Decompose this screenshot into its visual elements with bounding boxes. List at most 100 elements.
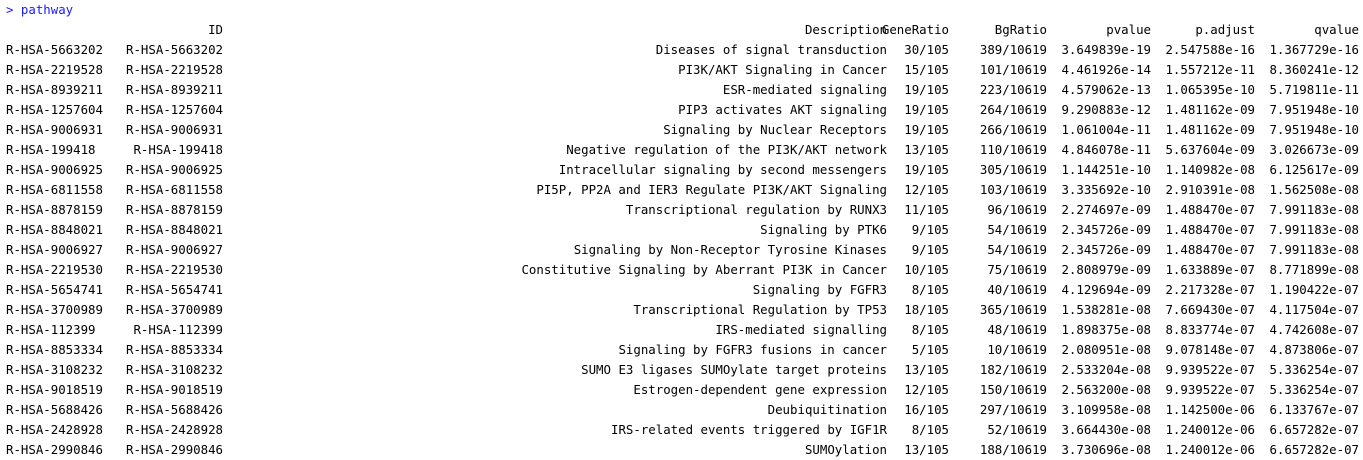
cell-gene-ratio: 15/105 — [904, 62, 949, 77]
table-row: R-HSA-8878159 R-HSA-8878159 Transcriptiona… — [6, 200, 1361, 220]
cell-description: Transcriptional regulation by RUNX3 — [625, 202, 887, 217]
cell-id: R-HSA-3108232 — [126, 362, 223, 377]
row-name: R-HSA-8878159 — [6, 202, 103, 217]
cell-qvalue: 1.190422e-07 — [1269, 282, 1359, 297]
cell-id: R-HSA-2219530 — [126, 262, 223, 277]
cell-description: Deubiquitination — [767, 402, 887, 417]
cell-description: Signaling by PTK6 — [760, 222, 887, 237]
cell-p-adjust: 9.939522e-07 — [1165, 362, 1255, 377]
cell-bg-ratio: 182/10619 — [979, 362, 1047, 377]
cell-gene-ratio: 13/105 — [904, 362, 949, 377]
header-description: Description — [804, 22, 887, 37]
cell-bg-ratio: 305/10619 — [979, 162, 1047, 177]
cell-qvalue: 8.771899e-08 — [1269, 262, 1359, 277]
cell-p-adjust: 1.488470e-07 — [1165, 242, 1255, 257]
cell-p-adjust: 2.547588e-16 — [1165, 42, 1255, 57]
cell-id: R-HSA-2219528 — [126, 62, 223, 77]
cell-qvalue: 7.991183e-08 — [1269, 202, 1359, 217]
cell-description: Estrogen-dependent gene expression — [633, 382, 887, 397]
cell-gene-ratio: 19/105 — [904, 82, 949, 97]
r-console-output: > pathway ID Description GeneRatio BgRat… — [6, 0, 1361, 457]
cell-bg-ratio: 103/10619 — [979, 182, 1047, 197]
cell-p-adjust: 9.078148e-07 — [1165, 342, 1255, 357]
cell-qvalue: 5.336254e-07 — [1269, 382, 1359, 397]
cell-qvalue: 7.991183e-08 — [1269, 242, 1359, 257]
cell-description: IRS-mediated signalling — [715, 322, 887, 337]
cell-qvalue: 1.367729e-16 — [1269, 42, 1359, 57]
cell-id: R-HSA-5688426 — [126, 402, 223, 417]
cell-description: Constitutive Signaling by Aberrant PI3K … — [521, 262, 887, 277]
cell-pvalue: 2.274697e-09 — [1061, 202, 1151, 217]
row-name: R-HSA-199418 — [6, 142, 96, 157]
cell-pvalue: 2.563200e-08 — [1061, 382, 1151, 397]
row-name: R-HSA-2428928 — [6, 422, 103, 437]
cell-pvalue: 4.579062e-13 — [1061, 82, 1151, 97]
row-name: R-HSA-3108232 — [6, 362, 103, 377]
cell-description: SUMO E3 ligases SUMOylate target protein… — [581, 362, 887, 377]
cell-id: R-HSA-5663202 — [126, 42, 223, 57]
cell-bg-ratio: 48/10619 — [987, 322, 1047, 337]
cell-bg-ratio: 188/10619 — [979, 442, 1047, 457]
cell-description: SUMOylation — [804, 442, 887, 457]
cell-gene-ratio: 13/105 — [904, 142, 949, 157]
cell-gene-ratio: 5/105 — [911, 342, 949, 357]
cell-bg-ratio: 54/10619 — [987, 222, 1047, 237]
cell-description: Negative regulation of the PI3K/AKT netw… — [566, 142, 887, 157]
header-id: ID — [208, 22, 223, 37]
cell-bg-ratio: 10/10619 — [987, 342, 1047, 357]
cell-bg-ratio: 75/10619 — [987, 262, 1047, 277]
cell-p-adjust: 1.557212e-11 — [1165, 62, 1255, 77]
cell-qvalue: 4.873806e-07 — [1269, 342, 1359, 357]
cell-description: Diseases of signal transduction — [655, 42, 887, 57]
cell-pvalue: 1.538281e-08 — [1061, 302, 1151, 317]
cell-p-adjust: 1.481162e-09 — [1165, 102, 1255, 117]
cell-description: Intracellular signaling by second messen… — [558, 162, 887, 177]
cell-pvalue: 3.730696e-08 — [1061, 442, 1151, 457]
cell-pvalue: 1.061004e-11 — [1061, 122, 1151, 137]
cell-gene-ratio: 9/105 — [911, 242, 949, 257]
cell-id: R-HSA-2990846 — [126, 442, 223, 457]
cell-qvalue: 6.125617e-09 — [1269, 162, 1359, 177]
table-row: R-HSA-3108232 R-HSA-3108232 SUMO E3 ligase… — [6, 360, 1361, 380]
cell-description: IRS-related events triggered by IGF1R — [610, 422, 887, 437]
header-pvalue: pvalue — [1106, 22, 1151, 37]
row-name: R-HSA-6811558 — [6, 182, 103, 197]
cell-pvalue: 3.664430e-08 — [1061, 422, 1151, 437]
cell-description: Signaling by Nuclear Receptors — [663, 122, 887, 137]
cell-p-adjust: 2.910391e-08 — [1165, 182, 1255, 197]
cell-p-adjust: 1.488470e-07 — [1165, 202, 1255, 217]
cell-bg-ratio: 389/10619 — [979, 42, 1047, 57]
cell-id: R-HSA-9006931 — [126, 122, 223, 137]
cell-id: R-HSA-5654741 — [126, 282, 223, 297]
cell-pvalue: 4.129694e-09 — [1061, 282, 1151, 297]
cell-id: R-HSA-112399 — [133, 322, 223, 337]
cell-p-adjust: 7.669430e-07 — [1165, 302, 1255, 317]
cell-pvalue: 2.080951e-08 — [1061, 342, 1151, 357]
cell-pvalue: 3.335692e-10 — [1061, 182, 1151, 197]
cell-id: R-HSA-199418 — [133, 142, 223, 157]
header-qvalue: qvalue — [1314, 22, 1359, 37]
cell-p-adjust: 1.065395e-10 — [1165, 82, 1255, 97]
cell-bg-ratio: 40/10619 — [987, 282, 1047, 297]
row-name: R-HSA-5654741 — [6, 282, 103, 297]
cell-gene-ratio: 8/105 — [911, 282, 949, 297]
cell-id: R-HSA-8878159 — [126, 202, 223, 217]
cell-gene-ratio: 12/105 — [904, 382, 949, 397]
cell-qvalue: 8.360241e-12 — [1269, 62, 1359, 77]
console-command-line: > pathway — [6, 2, 74, 17]
cell-gene-ratio: 30/105 — [904, 42, 949, 57]
cell-qvalue: 3.026673e-09 — [1269, 142, 1359, 157]
cell-pvalue: 3.649839e-19 — [1061, 42, 1151, 57]
cell-gene-ratio: 11/105 — [904, 202, 949, 217]
cell-description: PI5P, PP2A and IER3 Regulate PI3K/AKT Si… — [536, 182, 887, 197]
row-name: R-HSA-8939211 — [6, 82, 103, 97]
cell-p-adjust: 8.833774e-07 — [1165, 322, 1255, 337]
